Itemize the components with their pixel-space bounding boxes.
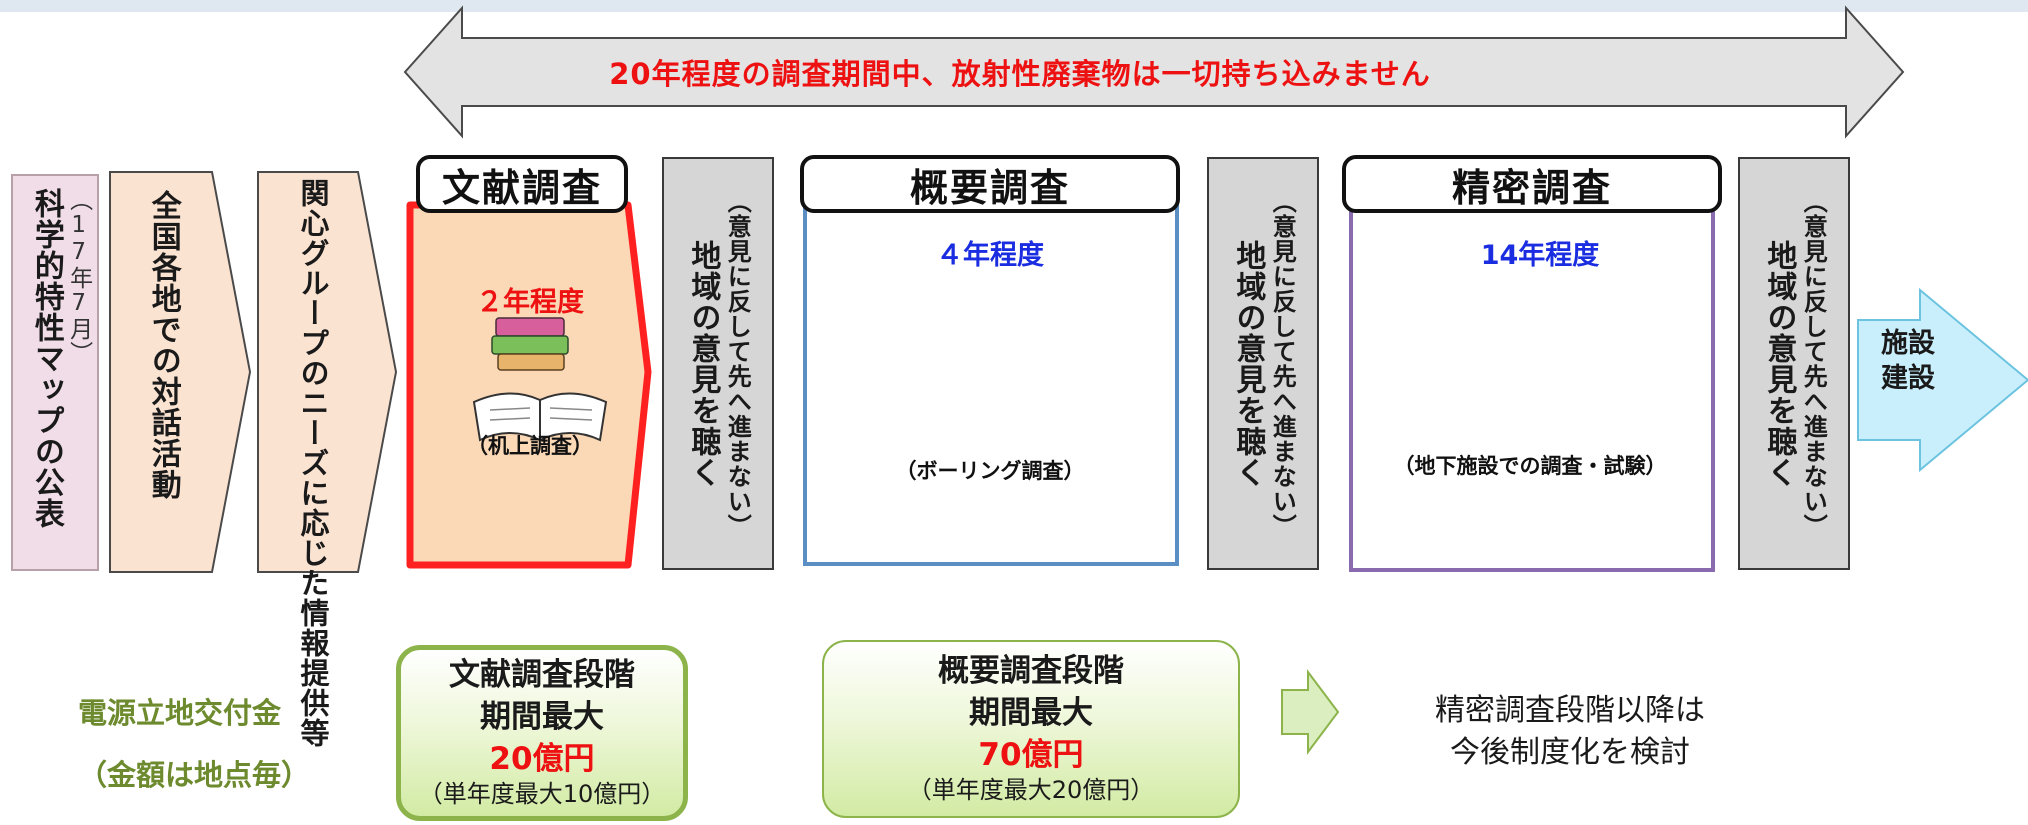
stage1-caption: （机上調査） (467, 434, 593, 458)
funding-future-line2: 今後制度化を検討 (1450, 735, 1690, 770)
funding-label-2: （金額は地点毎） (78, 758, 311, 792)
funding-stage2-amount: 70億円 (978, 737, 1084, 774)
stage1-frame (406, 201, 652, 569)
funding-future-note: 精密調査段階以降は 今後制度化を検討 (1360, 690, 1780, 774)
gate-3-main: 地域の意見を聴く (1761, 239, 1797, 488)
gate-1-main: 地域の意見を聴く (685, 239, 721, 488)
gate-2-main: 地域の意見を聴く (1230, 239, 1266, 488)
pre-step-3-main: 関心グループのニーズに応じた情報提供等 (295, 178, 330, 748)
gate-3: （意見に反して先へ進まない） 地域の意見を聴く (1738, 157, 1850, 570)
gate-1: （意見に反して先へ進まない） 地域の意見を聴く (662, 157, 774, 570)
books-illustration (472, 317, 608, 442)
pre-step-2-main: 全国各地での対話活動 (145, 190, 181, 500)
funding-stage2-line2: 期間最大 (969, 695, 1093, 732)
banner-text: 20年程度の調査期間中、放射性廃棄物は一切持ち込みません (609, 57, 1431, 91)
stage2-caption: （ボーリング調査） (895, 459, 1085, 483)
flow-arrow-3 (1857, 287, 2028, 473)
gate-2-sub: （意見に反して先へ進まない） (1268, 188, 1297, 539)
funding-stage2-box: 概要調査段階 期間最大 70億円 （単年度最大20億円） (822, 640, 1240, 818)
stage3-frame (1349, 200, 1715, 572)
small-arrow (1281, 669, 1340, 755)
gate-3-sub: （意見に反して先へ進まない） (1799, 188, 1828, 539)
stage2-frame (803, 200, 1179, 566)
pre-step-shape-1 (11, 174, 99, 571)
stage3-years: 14年程度 (1480, 240, 1600, 271)
funding-label-1: 電源立地交付金 (78, 696, 282, 730)
pre-step-2: 全国各地での対話活動 (118, 190, 208, 560)
funding-stage2-note: （単年度最大20億円） (907, 776, 1155, 805)
period-double-arrow (403, 5, 1905, 139)
pre-step-1-sub: （17年7月） (65, 188, 92, 365)
stage2-title: 概要調査 (800, 155, 1180, 213)
stage2-years: ４年程度 (936, 240, 1044, 271)
gate-1-sub: （意見に反して先へ進まない） (723, 188, 752, 539)
pre-step-shape-3 (257, 171, 398, 573)
funding-future-line1: 精密調査段階以降は (1435, 693, 1705, 728)
gate-2: （意見に反して先へ進まない） 地域の意見を聴く (1207, 157, 1319, 570)
stage1-title: 文献調査 (416, 155, 628, 213)
pre-step-1-main: 科学的特性マップの公表 (28, 188, 64, 529)
pre-step-1: （17年7月） 科学的特性マップの公表 (20, 188, 100, 568)
pre-step-3: 関心グループのニーズに応じた情報提供等 (262, 178, 362, 748)
stage3-title: 精密調査 (1342, 155, 1722, 213)
funding-stage1-amount: 20億円 (489, 741, 595, 778)
top-band (0, 0, 2028, 12)
funding-stage1-box: 文献調査段階 期間最大 20億円 （単年度最大10億円） (396, 645, 688, 821)
construction-line2: 建設 (1881, 363, 1935, 395)
funding-stage2-line1: 概要調査段階 (938, 653, 1124, 690)
funding-stage1-note: （単年度最大10億円） (418, 780, 666, 809)
funding-stage1-line1: 文献調査段階 (449, 657, 635, 694)
pre-step-shape-2 (109, 171, 252, 573)
construction-label: 施設 建設 (1868, 326, 1948, 396)
stage3-caption: （地下施設での調査・試験） (1393, 454, 1667, 478)
construction-line1: 施設 (1881, 328, 1935, 359)
funding-stage1-line2: 期間最大 (480, 699, 604, 736)
stage1-years: ２年程度 (476, 287, 584, 318)
